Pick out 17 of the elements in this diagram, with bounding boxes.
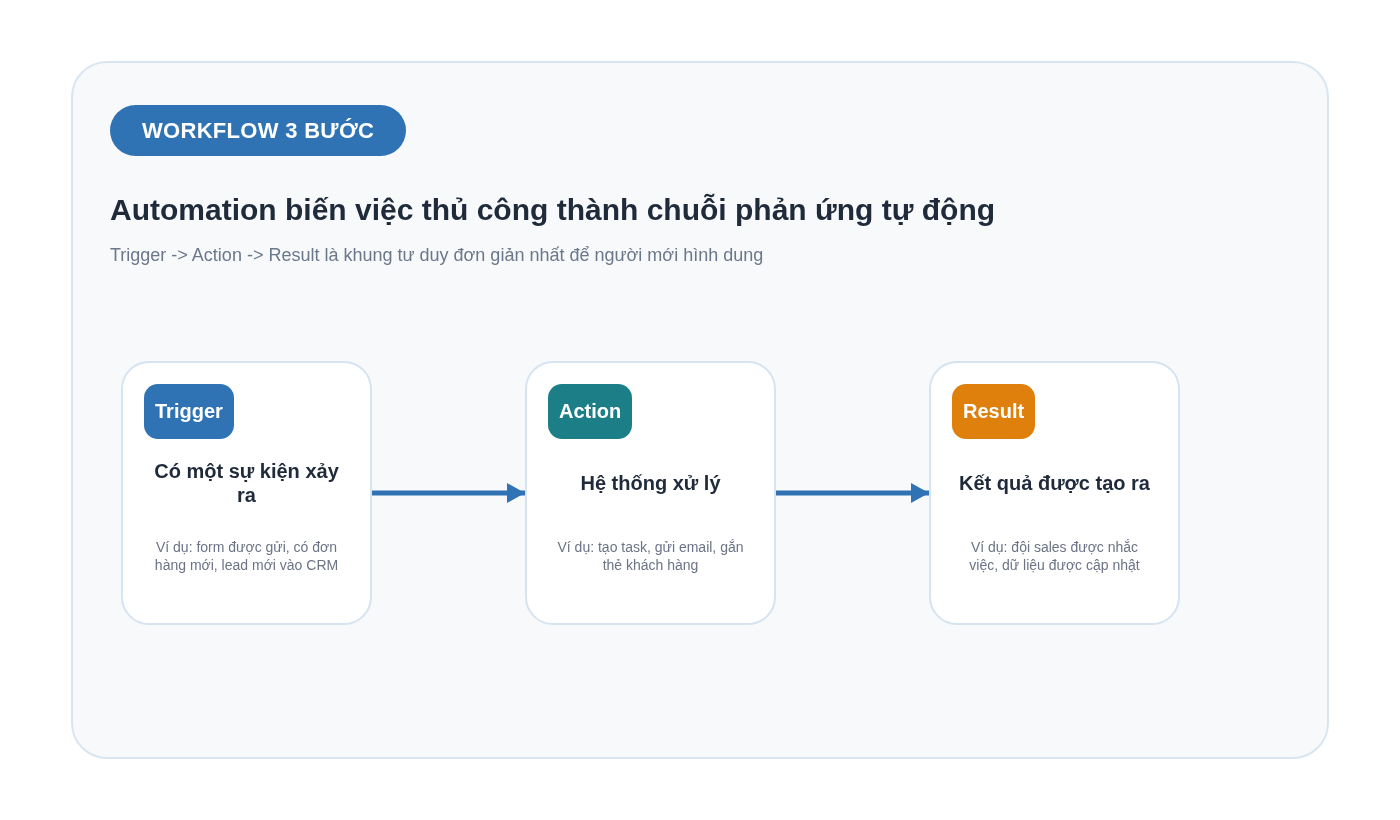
- step-description: Ví dụ: tạo task, gửi email, gắn thẻ khách hàng: [556, 538, 745, 574]
- step-heading: Có một sự kiện xảy ra: [153, 459, 340, 507]
- step-heading: Hệ thống xử lý: [580, 471, 721, 495]
- section-badge: WORKFLOW 3 BƯỚC: [110, 105, 407, 156]
- subtitle-text: Trigger -> Action -> Result là khung tư duy đơn giản nhất để người mới hình dung: [110, 244, 764, 267]
- step-tag: Result: [952, 384, 1036, 439]
- step-card: [525, 361, 776, 625]
- diagram-title: Automation biến việc thủ công thành chuỗi phản ứng tự động: [110, 192, 996, 228]
- step-tag: Trigger: [144, 384, 234, 439]
- step-card: [121, 361, 372, 625]
- arrow: [776, 483, 929, 503]
- step-description: Ví dụ: form được gửi, có đơn hàng mới, lead mới vào CRM: [153, 538, 340, 574]
- arrow: [372, 483, 525, 503]
- step-card: [929, 361, 1180, 625]
- step-tag: Action: [548, 384, 633, 439]
- step-heading: Kết quả được tạo ra: [959, 471, 1150, 495]
- step-description: Ví dụ: đội sales được nhắc việc, dữ liệu được cập nhật: [968, 538, 1141, 574]
